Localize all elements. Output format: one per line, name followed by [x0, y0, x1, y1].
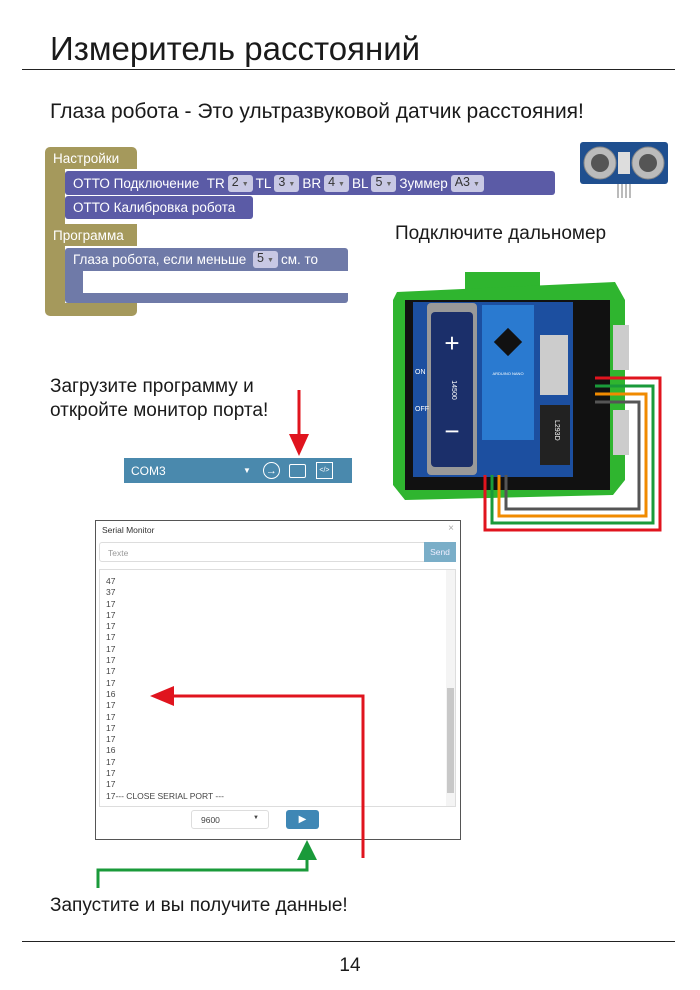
port-toolbar: COM3 ▼ → </> — [124, 458, 352, 483]
serial-line: 17 — [106, 734, 116, 745]
tr-label: TR — [206, 175, 225, 191]
chevron-down-icon: ▼ — [253, 815, 259, 821]
serial-line: 17 — [106, 632, 116, 643]
eyes-suffix: см. то — [280, 252, 319, 267]
serial-line: 17 — [106, 779, 116, 790]
distance-value: 5 — [257, 251, 264, 265]
serial-line: 17 — [106, 677, 116, 688]
serial-monitor-title: Serial Monitor — [102, 525, 155, 535]
green-arrow-up-icon — [96, 858, 309, 888]
serial-line: 17 — [106, 643, 116, 654]
upload-arrow-icon[interactable]: → — [262, 462, 280, 479]
serial-line: 17 — [106, 621, 116, 632]
connect-sensor-label: Подключите дальномер — [395, 223, 607, 244]
run-instruction: Запустите и вы получите данные! — [50, 895, 348, 916]
serial-input[interactable]: Texte — [99, 542, 425, 562]
eyes-label: Глаза робота, если меньше — [73, 252, 247, 267]
battery-label: 14500 — [450, 380, 457, 400]
red-arrow-down-icon — [289, 390, 309, 456]
tl-value: 3 — [278, 174, 286, 189]
driver-chip-label: L293D — [553, 420, 560, 441]
eyes-condition-block[interactable]: Глаза робота, если меньше 5▼ см. то — [65, 248, 348, 271]
serial-line: 17 — [106, 700, 116, 711]
start-button[interactable]: ▶ — [286, 810, 319, 829]
serial-line: 17 — [106, 609, 116, 620]
serial-line: 47 — [106, 576, 116, 586]
distance-dropdown[interactable]: 5▼ — [253, 251, 278, 268]
serial-line: 17 — [106, 711, 116, 722]
program-label: Программа — [53, 227, 124, 243]
otto-connect-label: ОТТО Подключение — [73, 175, 200, 191]
page-title: Измеритель расстояний — [50, 30, 421, 67]
battery-minus: − — [444, 416, 459, 446]
serial-line: 37 — [106, 587, 116, 598]
close-icon[interactable]: × — [448, 523, 454, 534]
send-button[interactable]: Send — [424, 542, 456, 562]
settings-block[interactable]: Настройки — [45, 147, 137, 169]
buzzer-value: A3 — [454, 174, 471, 189]
upload-instruction-line1: Загрузите программу и — [50, 376, 254, 397]
tl-label: TL — [255, 175, 272, 191]
tr-value: 2 — [231, 174, 239, 189]
bl-label: BL — [351, 175, 369, 191]
battery-plus: + — [444, 328, 459, 358]
upload-instruction-line2: откройте монитор порта! — [50, 400, 269, 421]
program-block[interactable]: Программа — [45, 224, 137, 246]
port-select[interactable]: COM3 — [131, 463, 166, 478]
serial-line: 17 — [106, 655, 116, 666]
serial-line: 17 — [106, 722, 116, 733]
settings-block-body — [45, 169, 65, 224]
otto-calibrate-block[interactable]: ОТТО Калибровка робота — [65, 196, 253, 219]
play-icon: ▶ — [298, 814, 307, 825]
tr-dropdown[interactable]: 2▼ — [227, 174, 253, 192]
buzzer-label: Зуммер — [399, 175, 448, 191]
serial-line: 17 — [106, 756, 116, 767]
switch-on-label: ON — [415, 369, 426, 376]
port-dropdown-arrow-icon[interactable]: ▼ — [243, 466, 251, 475]
br-value: 4 — [328, 174, 336, 189]
switch-off-label: OFF — [415, 406, 429, 413]
eyes-block-side — [65, 271, 83, 295]
page-number: 14 — [339, 955, 361, 976]
bl-value: 5 — [375, 174, 383, 189]
br-label: BR — [302, 175, 322, 191]
scrollbar[interactable] — [446, 570, 455, 806]
serial-line: 17 — [106, 768, 116, 779]
serial-line: 16 — [106, 688, 116, 699]
program-block-body — [45, 246, 65, 306]
buzzer-dropdown[interactable]: A3▼ — [450, 174, 484, 192]
program-block-foot — [45, 303, 137, 316]
bl-dropdown[interactable]: 5▼ — [371, 174, 397, 192]
br-dropdown[interactable]: 4▼ — [324, 174, 349, 192]
baud-select[interactable]: 9600 ▼ — [191, 810, 269, 829]
serial-line: 17 — [106, 666, 116, 677]
serial-line: 17--- CLOSE SERIAL PORT --- — [106, 790, 224, 801]
top-divider — [22, 69, 675, 70]
serial-line: 16 — [106, 745, 116, 756]
serial-line: 17 — [106, 598, 116, 609]
bottom-divider — [22, 941, 675, 942]
subtitle: Глаза робота - Это ультразвуковой датчик… — [50, 100, 584, 123]
ultrasonic-sensor-image — [580, 142, 668, 198]
serial-monitor-icon[interactable] — [288, 463, 306, 478]
calibrate-label: ОТТО Калибровка робота — [73, 200, 236, 215]
settings-label: Настройки — [53, 150, 120, 166]
code-view-icon[interactable]: </> — [315, 462, 333, 479]
robot-wiring-diagram: + − 14500 ON OFF ARDUINO NANO L293D — [393, 272, 662, 532]
eyes-block-foot — [65, 293, 348, 303]
tl-dropdown[interactable]: 3▼ — [274, 174, 300, 192]
baud-value: 9600 — [201, 815, 220, 825]
nano-label: ARDUINO NANO — [492, 371, 523, 376]
